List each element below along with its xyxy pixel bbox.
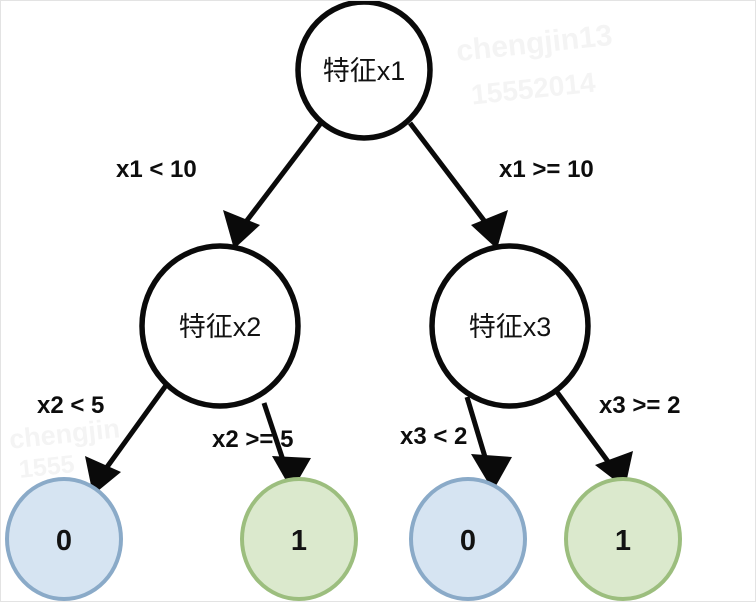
edge-label-root-left: x1 < 10 [116, 156, 197, 183]
node-leaf-2-label: 1 [291, 525, 307, 557]
node-root-circle[interactable] [295, 1, 433, 141]
node-x3[interactable]: 特征x3 [429, 243, 591, 409]
node-leaf-1[interactable]: 0 [5, 477, 123, 601]
edge-x2-to-leaf-0-arrowhead [85, 456, 121, 495]
edge-root-to-x2-line [240, 121, 323, 229]
edge-root-to-x2 [223, 121, 323, 249]
node-leaf-3-label: 0 [460, 525, 476, 557]
edge-label-x2-right: x2 >= 5 [212, 426, 293, 453]
node-root[interactable]: 特征x1 [295, 1, 433, 141]
node-leaf-4[interactable]: 1 [564, 477, 682, 601]
edge-root-to-x2-arrowhead [223, 210, 260, 249]
node-root-label: 特征x1 [323, 56, 406, 86]
node-leaf-1-label: 0 [56, 525, 72, 557]
edge-x3-to-leaf-0 [464, 396, 512, 491]
node-leaf-4-label: 1 [615, 525, 631, 557]
edge-label-x2-left: x2 < 5 [37, 392, 104, 419]
node-x3-circle[interactable] [429, 243, 591, 409]
edge-x2-to-leaf-0 [85, 382, 170, 495]
node-leaf-1-circle[interactable] [5, 477, 123, 601]
edge-x2-to-leaf-1 [261, 402, 311, 491]
node-x3-label: 特征x3 [469, 312, 552, 342]
edge-label-root-right: x1 >= 10 [499, 156, 594, 183]
node-leaf-3[interactable]: 0 [409, 477, 527, 601]
node-leaf-2[interactable]: 1 [240, 477, 358, 601]
edge-root-to-x3-line [408, 121, 491, 229]
node-leaf-3-circle[interactable] [409, 477, 527, 601]
node-x2-circle[interactable] [139, 243, 301, 409]
edge-root-to-x3-arrowhead [471, 210, 508, 249]
edge-label-x3-right: x3 >= 2 [599, 392, 680, 419]
edge-label-x3-left: x3 < 2 [400, 423, 467, 450]
edge-x3-to-leaf-0-arrowhead [471, 454, 512, 491]
node-leaf-4-circle[interactable] [564, 477, 682, 601]
node-leaf-2-circle[interactable] [240, 477, 358, 601]
node-x2-label: 特征x2 [179, 312, 262, 342]
node-x2[interactable]: 特征x2 [139, 243, 301, 409]
edge-root-to-x3 [408, 121, 508, 249]
edge-x2-to-leaf-0-line [99, 382, 170, 476]
edge-x2-to-leaf-1-arrowhead [272, 456, 311, 491]
edge-x3-to-leaf-1-line [551, 386, 615, 469]
